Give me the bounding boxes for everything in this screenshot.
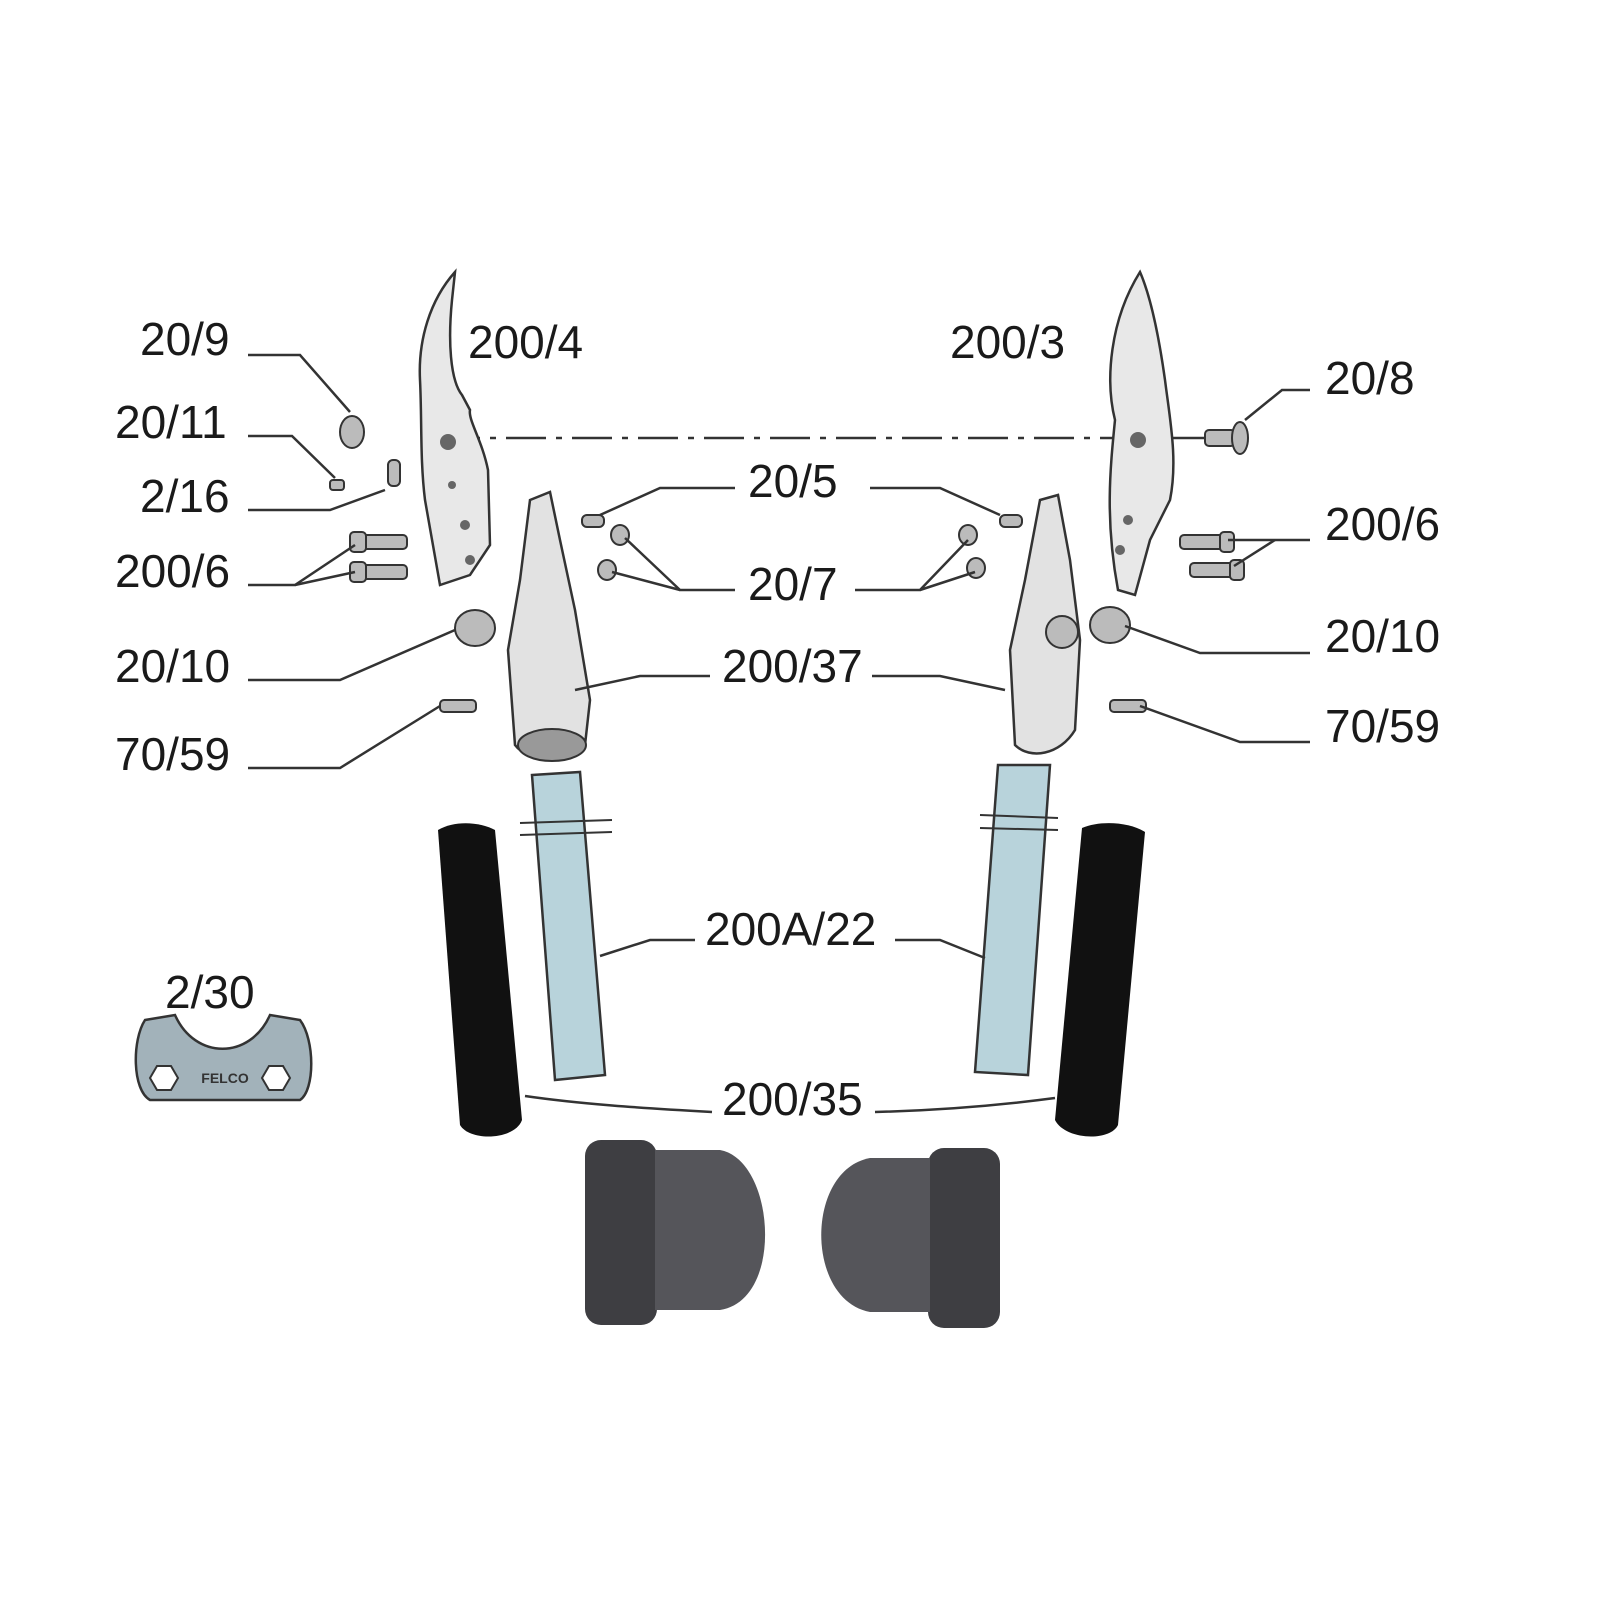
- tube-left-200a-22: [530, 770, 607, 1082]
- wrench-logo-text: FELCO: [201, 1070, 249, 1086]
- tube-right-200a-22: [973, 763, 1052, 1077]
- hardware-parts: [329, 415, 1249, 713]
- label-20-8: 20/8: [1325, 352, 1415, 404]
- end-cap-right: [821, 1148, 1000, 1328]
- label-200-6-right: 200/6: [1325, 498, 1440, 550]
- label-2-16: 2/16: [140, 470, 230, 522]
- label-20-10-left: 20/10: [115, 640, 230, 692]
- label-20-11: 20/11: [115, 396, 227, 448]
- grip-right-200-35: [1055, 823, 1145, 1137]
- handle-head-right-200-37: [1008, 493, 1082, 755]
- label-200a-22: 200A/22: [705, 903, 876, 955]
- label-2-30: 2/30: [165, 966, 255, 1018]
- leader-lines: [248, 353, 1310, 1114]
- label-70-59-right: 70/59: [1325, 700, 1440, 752]
- grip-left-200-35: [438, 823, 522, 1137]
- end-cap-left: [585, 1140, 766, 1325]
- label-200-37: 200/37: [722, 640, 863, 692]
- hook-blade-200-4: [418, 268, 492, 587]
- handle-head-left-200-37: [506, 490, 592, 760]
- wrench-2-30: [134, 1013, 313, 1102]
- label-20-5: 20/5: [748, 455, 838, 507]
- label-20-7: 20/7: [748, 558, 838, 610]
- label-200-4: 200/4: [468, 316, 583, 368]
- label-200-6-left: 200/6: [115, 545, 230, 597]
- label-20-9: 20/9: [140, 313, 230, 365]
- label-200-3: 200/3: [950, 316, 1065, 368]
- label-200-35: 200/35: [722, 1073, 863, 1125]
- label-70-59-left: 70/59: [115, 728, 230, 780]
- label-20-10-right: 20/10: [1325, 610, 1440, 662]
